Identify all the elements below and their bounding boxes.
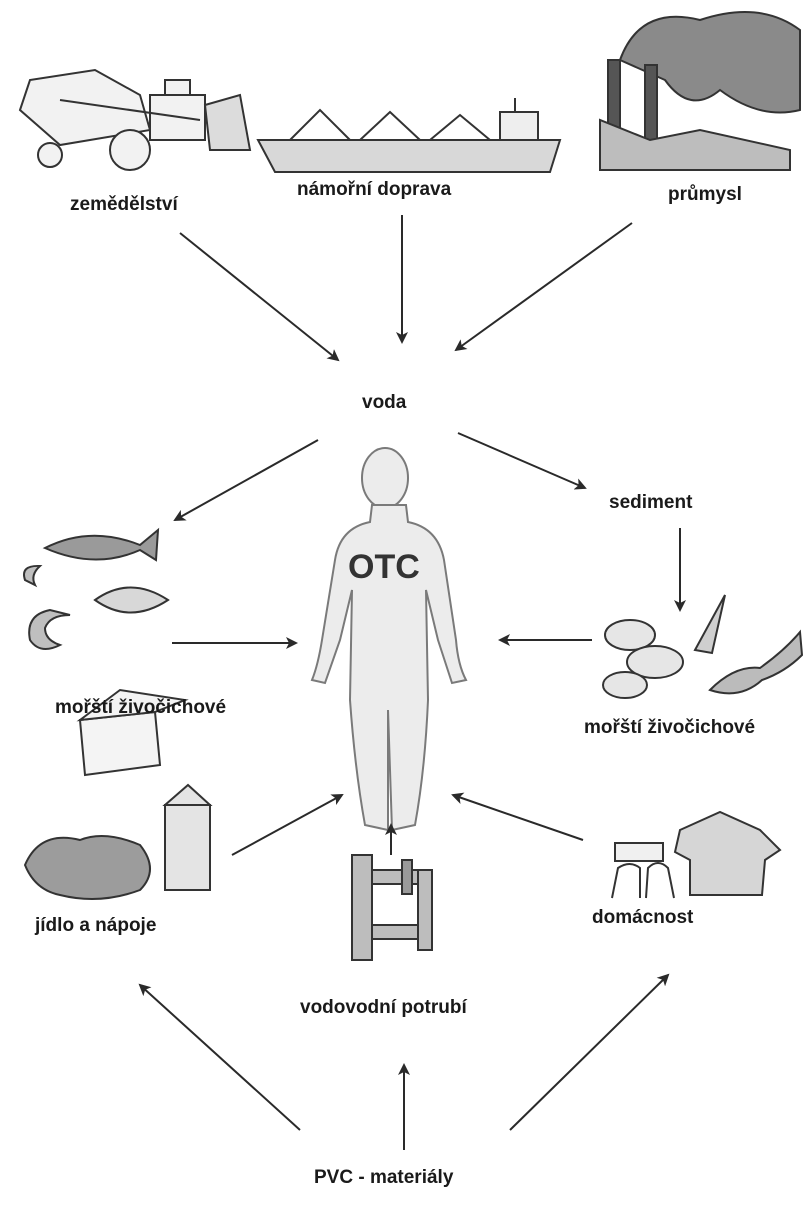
mittens-icon — [612, 863, 674, 898]
arrow-water-to-sediment — [458, 433, 585, 488]
shipping-label: námořní doprava — [297, 180, 451, 199]
food-label: jídlo a nápoje — [35, 916, 156, 935]
factory-icon — [600, 12, 800, 170]
shirt-icon — [675, 812, 780, 895]
pipes-label: vodovodní potrubí — [300, 998, 467, 1017]
arrow-water-to-seafood — [175, 440, 318, 520]
soap-bar-icon — [615, 843, 663, 861]
arrow-food-to-human — [232, 795, 342, 855]
water-label: voda — [362, 393, 406, 412]
sediment-label: sediment — [609, 493, 692, 512]
arrow-household-to-human — [453, 795, 583, 840]
industry-label: průmysl — [668, 185, 742, 204]
squid-icon — [695, 595, 725, 653]
agriculture-label: zemědělství — [70, 195, 178, 214]
clams-icon — [603, 620, 683, 698]
otc-label: OTC — [348, 548, 420, 587]
flatfish-icon — [95, 588, 168, 613]
pvc-label: PVC - materiály — [314, 1168, 453, 1187]
arrow-pvc-to-household — [510, 975, 668, 1130]
arrow-agriculture-to-water — [180, 233, 338, 360]
arrow-industry-to-water — [456, 223, 632, 350]
seafood-left-label: mořští živočichové — [55, 698, 226, 717]
arrow-pvc-to-food — [140, 985, 300, 1130]
pipe-icon — [352, 855, 432, 960]
household-label: domácnost — [592, 908, 693, 927]
milk-carton-icon — [165, 785, 210, 890]
human-figure-icon — [312, 448, 466, 830]
lobster-icon — [710, 632, 802, 693]
cargo-ship-icon — [258, 98, 560, 172]
harvester-icon — [20, 70, 250, 170]
shrimp-icon — [24, 566, 70, 649]
fish-icon — [45, 530, 158, 560]
groceries-icon — [25, 836, 150, 899]
seafood-right-label: mořští živočichové — [584, 718, 755, 737]
